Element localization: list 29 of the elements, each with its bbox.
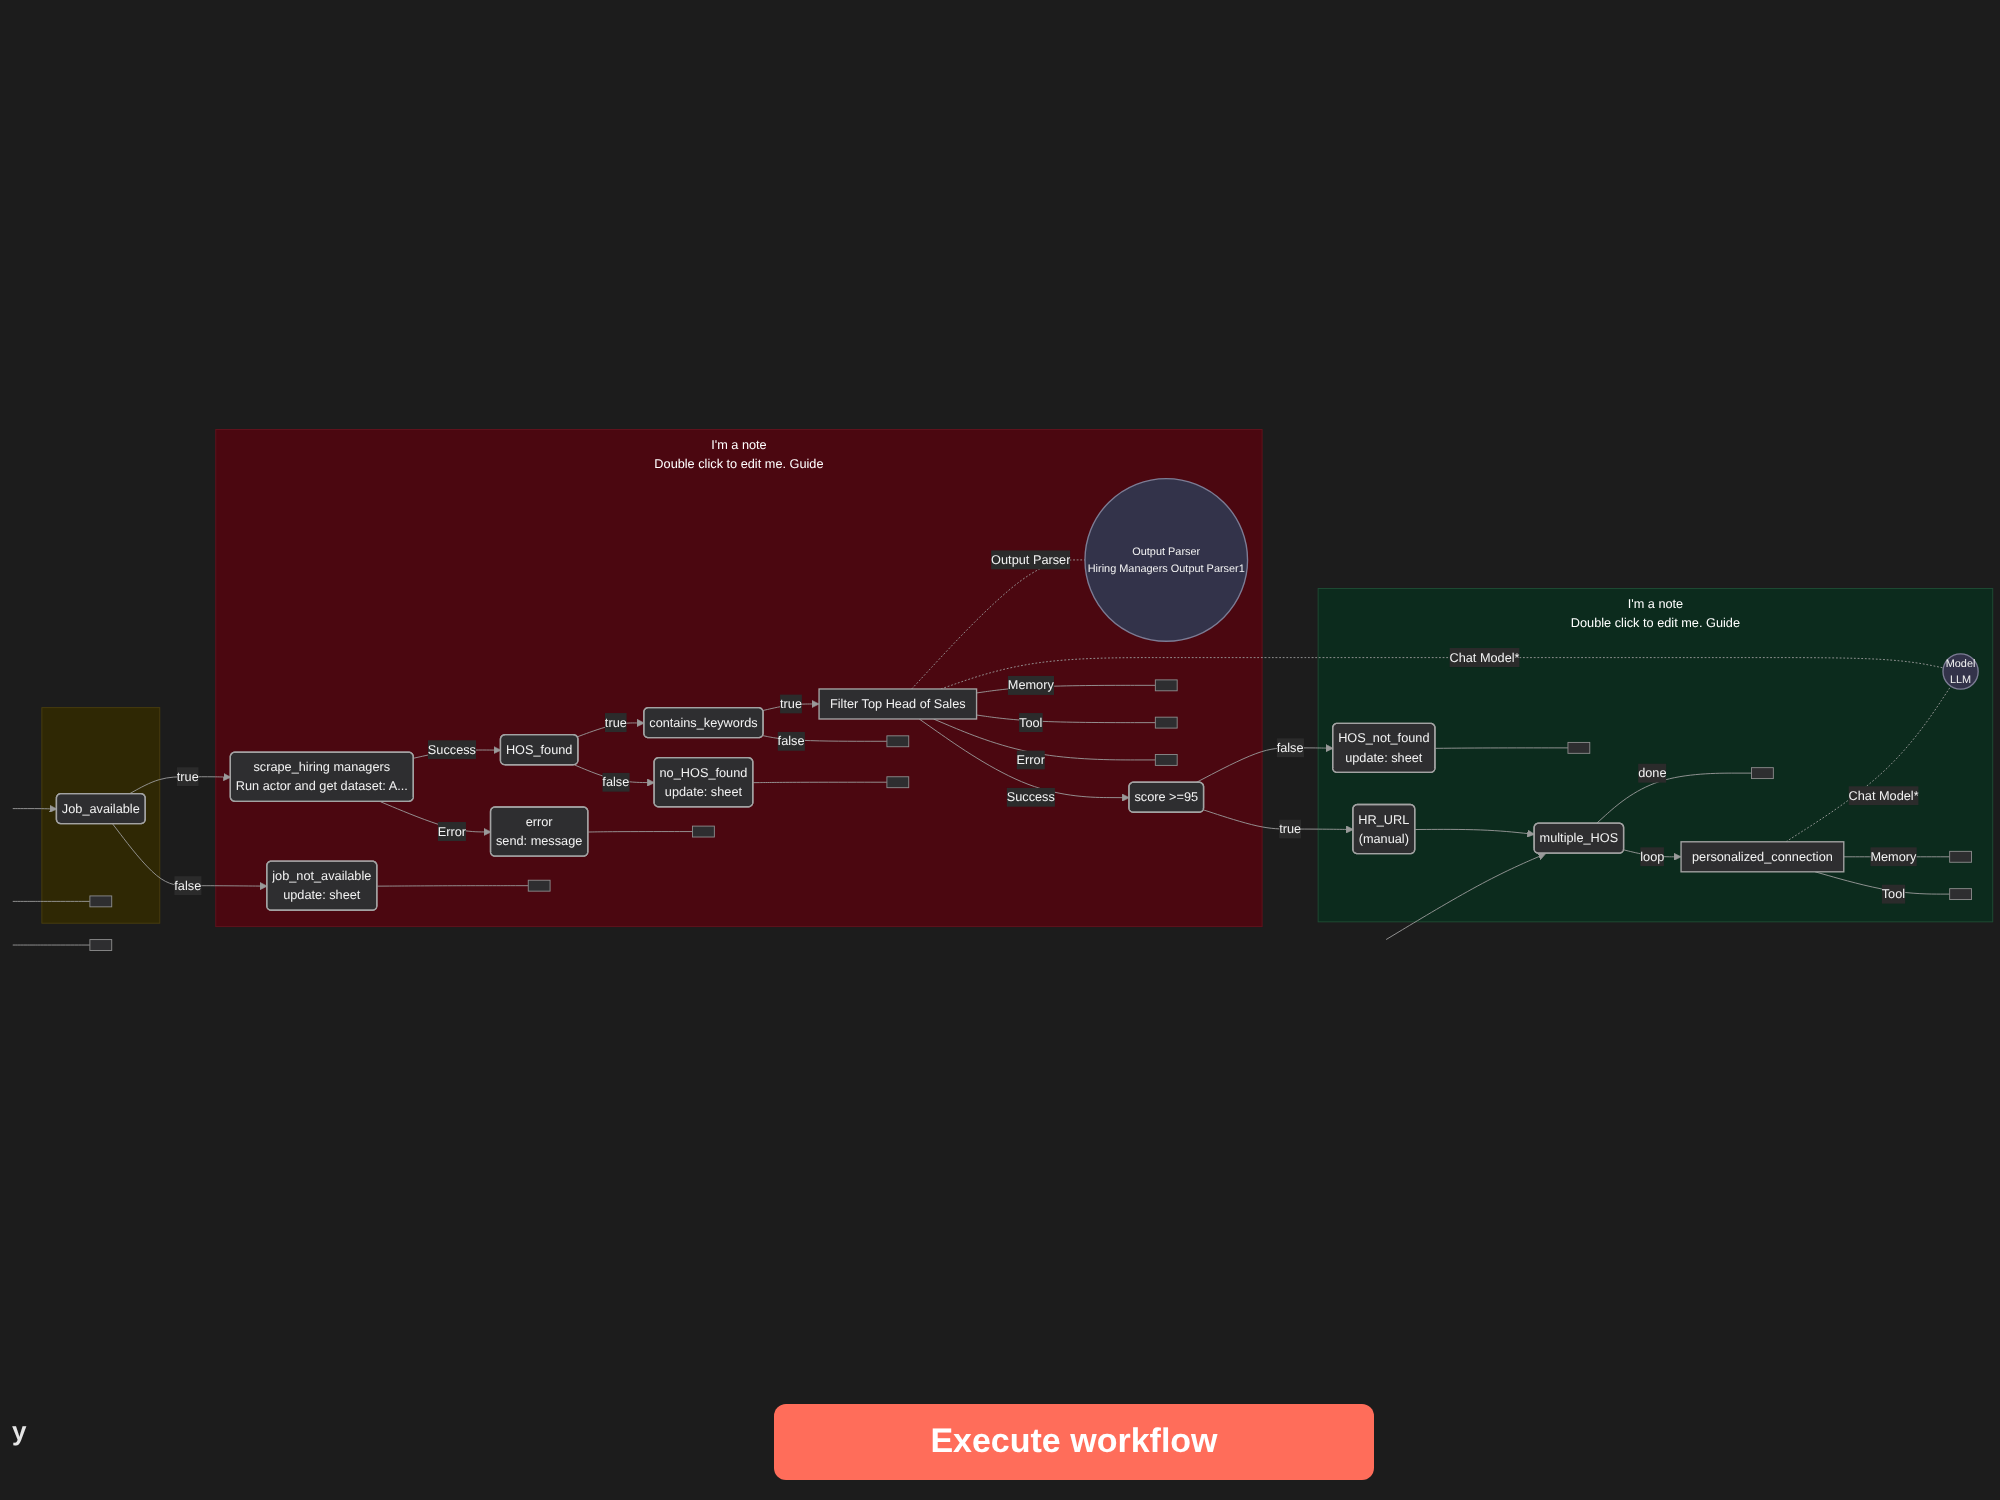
connector <box>587 831 693 833</box>
connector <box>940 657 1944 690</box>
connector <box>12 900 91 902</box>
node-box <box>89 895 113 908</box>
execute-workflow-button: Execute workflow <box>774 1404 1374 1480</box>
cluster <box>41 707 161 924</box>
node-box <box>1154 679 1178 692</box>
connector <box>12 944 91 946</box>
connector <box>911 559 1086 690</box>
node-box <box>1154 754 1178 766</box>
node-box <box>886 735 910 748</box>
connector <box>752 781 888 784</box>
connector <box>1814 871 1951 895</box>
connector <box>976 714 1156 724</box>
node-box <box>692 825 715 838</box>
node-box <box>1154 716 1178 729</box>
connector <box>376 885 529 887</box>
node-box <box>1751 767 1774 780</box>
node-box <box>89 939 113 951</box>
node-box <box>527 879 551 892</box>
node-box <box>1567 741 1591 754</box>
node-box <box>1949 850 1972 863</box>
connector <box>1785 685 1952 843</box>
connector <box>1434 747 1569 749</box>
node-label: y <box>12 1416 27 1446</box>
connector <box>933 718 1156 761</box>
node-box <box>886 776 910 789</box>
node-box <box>1949 888 1972 900</box>
connector <box>1595 772 1752 825</box>
